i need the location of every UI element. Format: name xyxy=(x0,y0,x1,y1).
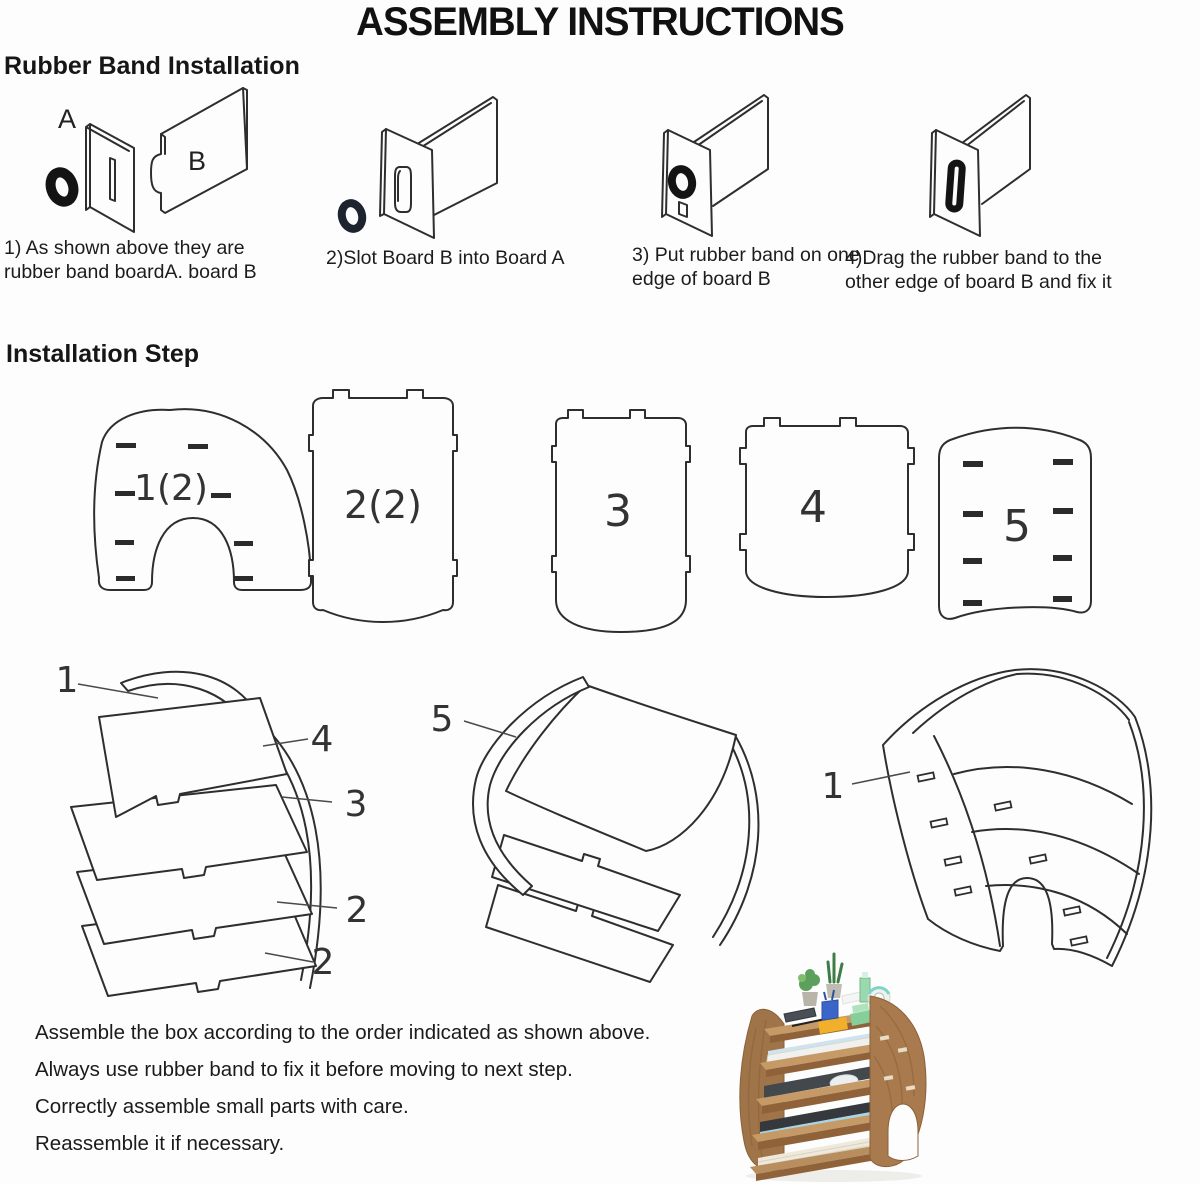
sticky-notes xyxy=(852,1003,869,1013)
part-1-label: 1(2) xyxy=(134,468,208,509)
product-photo xyxy=(739,952,927,1182)
part-3-figure: 3 xyxy=(551,409,691,633)
part-2-figure: 2(2) xyxy=(308,389,458,623)
part-outline xyxy=(308,389,458,623)
board-b-drawing xyxy=(150,87,248,214)
part-5-label: 5 xyxy=(1003,501,1031,552)
tray-drawing xyxy=(491,834,681,932)
aloe-plant xyxy=(826,952,844,984)
side-panel-drawing xyxy=(472,676,590,896)
callout-5: 5 xyxy=(431,699,454,740)
part-4-figure: 4 xyxy=(739,417,915,598)
callout-1: 1 xyxy=(822,766,845,807)
part-outline xyxy=(551,409,691,633)
part-1-figure: 1(2) xyxy=(93,408,312,591)
rubber-band-section-heading: Rubber Band Installation xyxy=(4,52,300,80)
tray-drawing xyxy=(505,684,737,852)
assembly-notes: Assemble the box according to the order … xyxy=(35,1014,650,1162)
board-a-label: A xyxy=(58,104,76,134)
board-a-drawing xyxy=(933,129,981,237)
board-b-drawing xyxy=(690,94,769,207)
stretched-rubber-band-icon xyxy=(945,159,966,213)
step4-figure xyxy=(929,94,1031,237)
organizer-right-panel xyxy=(869,995,927,1167)
rubber-band-icon xyxy=(667,165,697,199)
step2-figure xyxy=(337,96,498,239)
callout-2a: 2 xyxy=(346,890,369,931)
plant-pot xyxy=(802,992,818,1006)
box-silhouette-drawing xyxy=(882,668,1153,967)
plant xyxy=(798,969,820,991)
board-b-drawing xyxy=(961,94,1031,205)
part-5-figure: 5 xyxy=(938,426,1092,620)
rubber-band-icon xyxy=(45,167,79,207)
part-4-label: 4 xyxy=(799,482,827,533)
sticky-notes xyxy=(850,1010,872,1026)
card-stack xyxy=(841,991,862,1005)
rubber-band-icon xyxy=(337,199,367,233)
part-2-label: 2(2) xyxy=(344,483,422,527)
step3-caption: 3) Put rubber band on one edge of board … xyxy=(632,244,860,291)
page-title: ASSEMBLY INSTRUCTIONS xyxy=(356,0,845,44)
part-3-label: 3 xyxy=(604,486,632,537)
note-line: Correctly assemble small parts with care… xyxy=(35,1095,409,1118)
board-a-drawing xyxy=(89,123,135,233)
step1-figure: A B xyxy=(45,87,248,233)
callout-2b: 2 xyxy=(312,942,335,983)
part-outline xyxy=(938,426,1092,620)
board-b-drawing xyxy=(413,96,498,216)
blue-cup xyxy=(821,999,839,1021)
callout-1: 1 xyxy=(56,660,79,701)
part-outline xyxy=(739,417,915,598)
board-b-label: B xyxy=(188,146,206,176)
board-a-slot xyxy=(109,157,116,202)
note-line: Assemble the box according to the order … xyxy=(35,1021,651,1044)
callout-4: 4 xyxy=(311,719,334,760)
slot-tab xyxy=(678,201,688,218)
installation-section-heading: Installation Step xyxy=(6,340,200,368)
note-line: Always use rubber band to fix it before … xyxy=(35,1058,573,1081)
slot-tab xyxy=(394,166,412,213)
part-outline xyxy=(93,408,312,591)
note-line: Reassemble it if necessary. xyxy=(35,1132,285,1155)
step2-caption: 2)Slot Board B into Board A xyxy=(326,247,565,269)
step1-caption: 1) As shown above they are rubber band b… xyxy=(4,237,257,284)
yellow-box xyxy=(818,1017,848,1034)
bottle-cap xyxy=(862,972,868,978)
callout-3: 3 xyxy=(345,784,368,825)
assembly-stage1-figure: 1 4 3 2 2 xyxy=(56,660,369,997)
assembly-stage3-figure: 1 xyxy=(822,668,1153,967)
notebook xyxy=(783,1007,817,1023)
tray-drawing xyxy=(485,884,674,983)
tray-drawing xyxy=(98,697,288,818)
step4-caption: 4)Drag the rubber band to the other edge… xyxy=(845,247,1112,294)
step3-figure xyxy=(661,94,769,237)
board-a-drawing xyxy=(383,128,435,239)
assembly-stage2-figure: 5 xyxy=(431,676,760,983)
handle-cutout xyxy=(887,1103,919,1161)
